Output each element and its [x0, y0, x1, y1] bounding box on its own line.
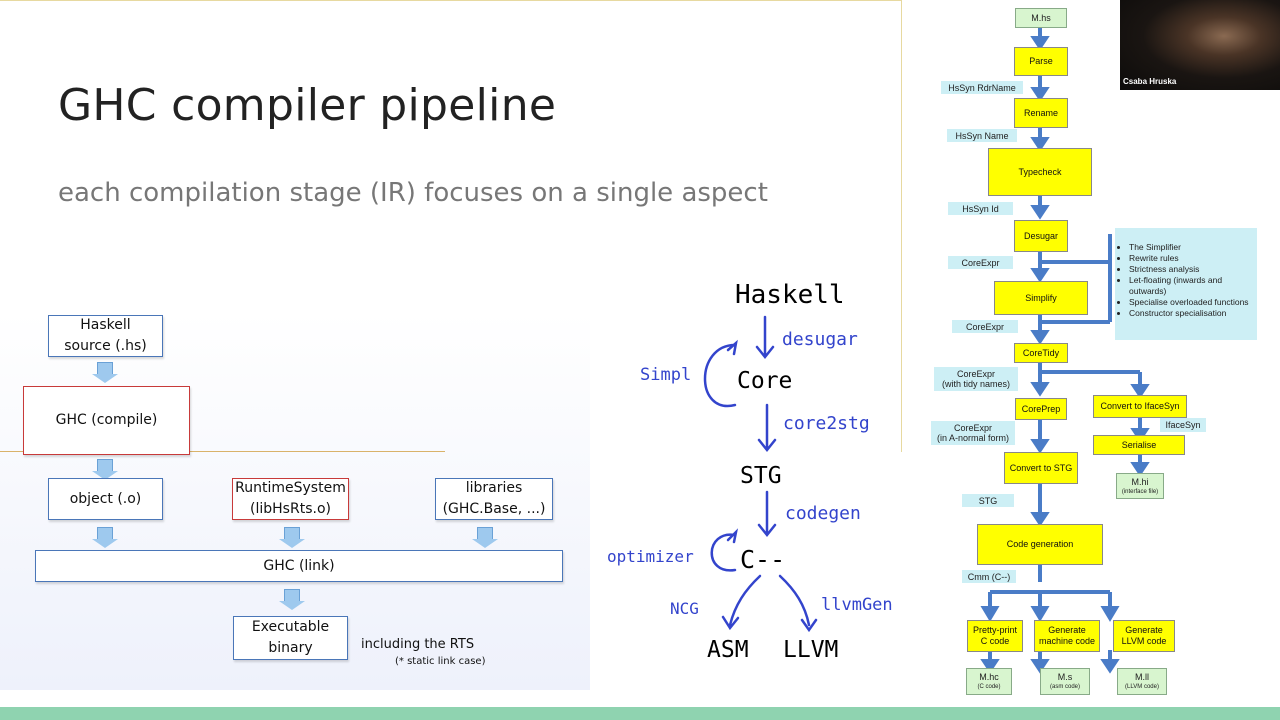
coreexpr-label-1: CoreExpr [948, 256, 1013, 269]
ghc-compile-box: GHC (compile) [23, 386, 190, 455]
ghc-link-box: GHC (link) [35, 550, 563, 582]
slide-frame [0, 0, 902, 452]
cmm-label: Cmm (C--) [962, 570, 1016, 583]
typecheck-box: Typecheck [988, 148, 1092, 196]
coreexpr-label-2: CoreExpr [952, 320, 1018, 333]
bottom-accent-bar [0, 707, 1280, 720]
hw-cmm: C-- [740, 545, 785, 574]
slide-subtitle: each compilation stage (IR) focuses on a… [58, 178, 768, 208]
m-s-file: M.s(asm code) [1040, 668, 1090, 695]
note-rts: including the RTS [361, 637, 475, 652]
rename-box: Rename [1014, 98, 1068, 128]
hw-optimizer: optimizer [607, 547, 694, 566]
object-box: object (.o) [48, 478, 163, 520]
hw-ncg: NCG [670, 599, 699, 618]
webcam-video [1120, 0, 1280, 90]
hw-core: Core [737, 368, 792, 394]
iface-arrows [1100, 370, 1150, 477]
runtime-system-box: RuntimeSystem(libHsRts.o) [232, 478, 349, 520]
handwritten-diagram: Haskell Core STG C-- ASM LLVM desugar Si… [607, 280, 893, 663]
hw-llvmgen: llvmGen [821, 595, 893, 615]
arrow-down-icon [92, 362, 118, 383]
divider-line [0, 451, 445, 452]
convert-stg-box: Convert to STG [1004, 452, 1078, 484]
coreprep-box: CorePrep [1015, 398, 1067, 420]
m-hi-file: M.hi(interface file) [1116, 473, 1164, 499]
stg-label: STG [962, 494, 1014, 507]
hssyn-rdrname-label: HsSyn RdrName [941, 81, 1023, 94]
simplify-box: Simplify [994, 281, 1088, 315]
coreexpr-tidy-label: CoreExpr(with tidy names) [934, 367, 1018, 391]
serialise-box: Serialise [1093, 435, 1185, 455]
hw-core2stg: core2stg [783, 413, 870, 434]
right-flow-arrows [980, 26, 1120, 674]
hssyn-name-label: HsSyn Name [947, 129, 1017, 142]
arrow-down-icon [279, 527, 305, 548]
arrow-down-icon [92, 527, 118, 548]
parse-box: Parse [1014, 47, 1068, 76]
hw-desugar: desugar [782, 329, 858, 350]
hw-simpl: Simpl [640, 365, 691, 385]
webcam-participant-name: Csaba Hruska [1123, 77, 1177, 86]
arrow-down-icon [472, 527, 498, 548]
convert-ifacesyn-box: Convert to IfaceSyn [1093, 395, 1187, 418]
hw-codegen: codegen [785, 503, 861, 524]
hw-haskell: Haskell [735, 280, 845, 310]
m-hc-file: M.hc(C code) [966, 668, 1012, 695]
desugar-box: Desugar [1014, 220, 1068, 252]
libraries-box: libraries(GHC.Base, ...) [435, 478, 553, 520]
hw-stg: STG [740, 463, 782, 489]
m-ll-file: M.ll(LLVM code) [1117, 668, 1167, 695]
m-hs-file: M.hs [1015, 8, 1067, 28]
arrow-down-icon [279, 589, 305, 610]
simplifier-list: The Simplifier Rewrite rules Strictness … [1115, 228, 1257, 340]
hw-asm: ASM [707, 637, 749, 663]
hssyn-id-label: HsSyn Id [948, 202, 1013, 215]
note-static: (* static link case) [395, 656, 486, 667]
coreexpr-anf-label: CoreExpr(in A-normal form) [931, 421, 1015, 445]
coretidy-box: CoreTidy [1014, 343, 1068, 363]
slide-title: GHC compiler pipeline [58, 80, 557, 131]
hw-llvm: LLVM [783, 637, 838, 663]
ifacesyn-label: IfaceSyn [1160, 418, 1206, 432]
arrow-down-icon [92, 459, 118, 480]
code-generation-box: Code generation [977, 524, 1103, 565]
